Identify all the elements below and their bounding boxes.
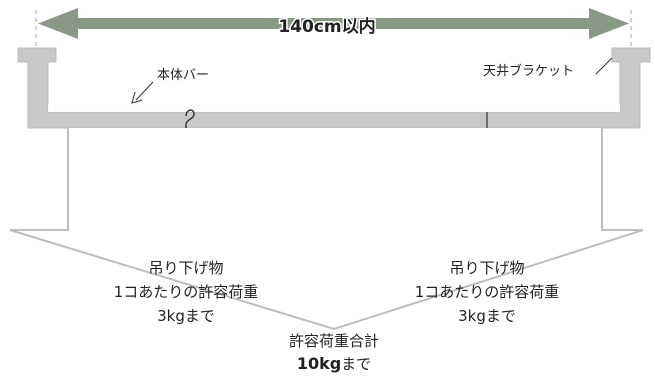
left-load-line3: 3kgまで: [157, 307, 215, 325]
total-load-suffix: まで: [341, 355, 371, 373]
total-load-line1: 許容荷重合計: [289, 332, 379, 350]
width-arrow: [38, 8, 629, 39]
right-load-line2: 1コあたりの許容荷重: [415, 283, 560, 301]
left-load-text: 吊り下げ物 1コあたりの許容荷重 3kgまで: [114, 259, 259, 325]
right-load-line3: 3kgまで: [458, 307, 516, 325]
left-load-line2: 1コあたりの許容荷重: [114, 283, 259, 301]
width-label: 140cm以内: [278, 16, 375, 37]
right-load-text: 吊り下げ物 1コあたりの許容荷重 3kgまで: [415, 259, 560, 325]
main-bar: [17, 47, 651, 129]
bar-label: 本体バー: [157, 68, 209, 83]
bar-leader-arrow: [131, 81, 154, 104]
left-load-line1: 吊り下げ物: [148, 259, 223, 277]
total-load-line2: 10kgまで: [297, 354, 371, 373]
bracket-label: 天井ブラケット: [483, 63, 574, 79]
total-load-value: 10kg: [297, 354, 341, 373]
right-load-line1: 吊り下げ物: [449, 259, 524, 277]
bracket-leader-line: [595, 57, 613, 75]
load-funnel-outline: [9, 128, 644, 331]
